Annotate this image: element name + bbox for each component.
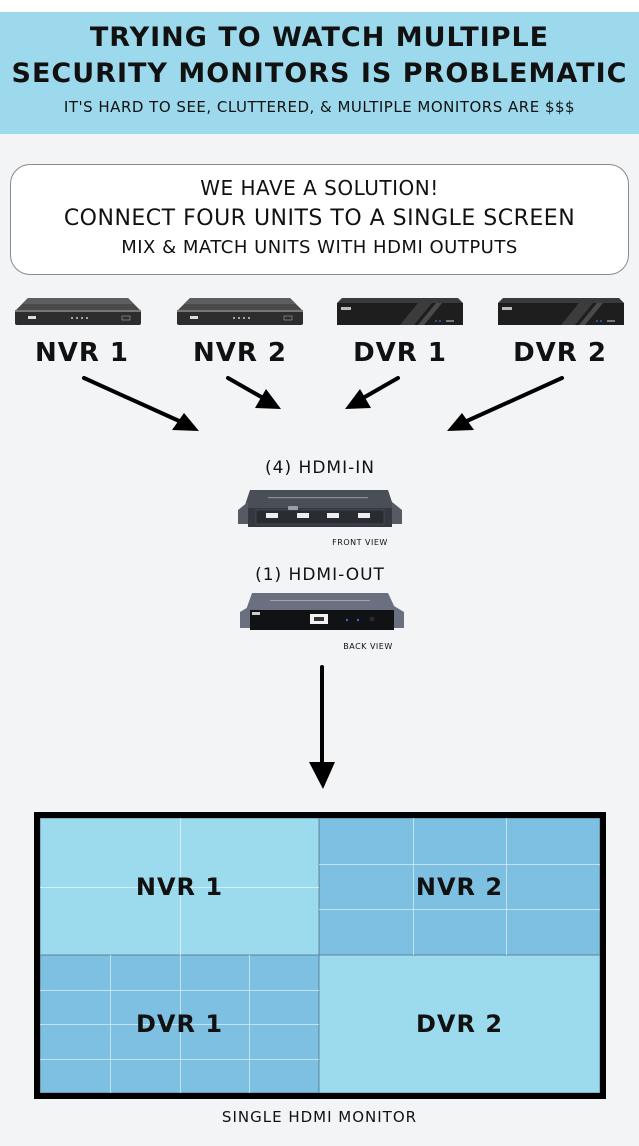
multiviewer-front-icon <box>238 490 402 527</box>
device-label-dvr1: DVR 1 <box>353 338 447 368</box>
header-banner: TRYING TO WATCH MULTIPLE SECURITY MONITO… <box>0 12 639 134</box>
nvr-icon <box>15 298 141 325</box>
multiviewer-back-icon <box>240 593 404 630</box>
quadrant-label: DVR 2 <box>415 1010 504 1038</box>
solution-box: WE HAVE A SOLUTION! CONNECT FOUR UNITS T… <box>10 164 629 275</box>
top-margin <box>0 0 639 12</box>
arrow-nvr2-head <box>255 389 281 409</box>
grid-line-vertical <box>412 818 414 955</box>
device-label-dvr2: DVR 2 <box>513 338 607 368</box>
quadrant-label: DVR 1 <box>135 1010 224 1038</box>
solution-description: CONNECT FOUR UNITS TO A SINGLE SCREEN <box>63 206 576 231</box>
quadrant-dvr2: DVR 2 <box>319 955 600 1093</box>
quadrant-label: NVR 1 <box>135 872 224 901</box>
grid-line-horizontal <box>319 909 600 911</box>
hdmi-in-label: (4) HDMI-IN <box>265 458 375 478</box>
dvr-icon <box>337 298 463 325</box>
quadrant-nvr2: NVR 2 <box>319 818 600 955</box>
device-label-nvr1: NVR 1 <box>34 338 130 368</box>
device-label-nvr2: NVR 2 <box>192 338 288 368</box>
arrow-nvr1-head <box>172 413 199 431</box>
header-subtitle: IT'S HARD TO SEE, CLUTTERED, & MULTIPLE … <box>63 98 576 116</box>
arrow-dvr2 <box>456 376 564 427</box>
grid-line-vertical <box>179 955 181 1093</box>
quadrant-dvr1: DVR 1 <box>40 955 319 1093</box>
arrow-nvr1 <box>82 376 190 427</box>
monitor-screen: NVR 1 NVR 2 DVR 1 DVR 2 <box>40 818 600 1093</box>
solution-note: MIX & MATCH UNITS WITH HDMI OUTPUTS <box>121 237 518 258</box>
hdmi-monitor: NVR 1 NVR 2 DVR 1 DVR 2 <box>34 812 606 1099</box>
monitor-caption: SINGLE HDMI MONITOR <box>221 1108 418 1126</box>
quadrant-nvr1: NVR 1 <box>40 818 319 955</box>
quadrant-label: NVR 2 <box>415 872 504 901</box>
front-view-caption: FRONT VIEW <box>332 538 388 547</box>
arrow-down-head <box>309 762 335 789</box>
arrow-dvr2-head <box>447 413 474 431</box>
back-view-caption: BACK VIEW <box>343 642 393 651</box>
solution-headline: WE HAVE A SOLUTION! <box>200 176 439 200</box>
arrow-dvr1-head <box>345 389 371 409</box>
grid-line-vertical <box>506 818 508 955</box>
grid-line-horizontal <box>319 863 600 865</box>
grid-line-vertical <box>109 955 111 1093</box>
dvr-icon <box>498 298 624 325</box>
nvr-icon <box>177 298 303 325</box>
grid-line-vertical <box>179 818 181 955</box>
grid-line-horizontal <box>40 989 319 991</box>
header-title-line2: SECURITY MONITORS IS PROBLEMATIC <box>11 58 628 89</box>
header-title-line1: TRYING TO WATCH MULTIPLE <box>89 22 550 53</box>
hdmi-out-label: (1) HDMI-OUT <box>255 565 385 585</box>
